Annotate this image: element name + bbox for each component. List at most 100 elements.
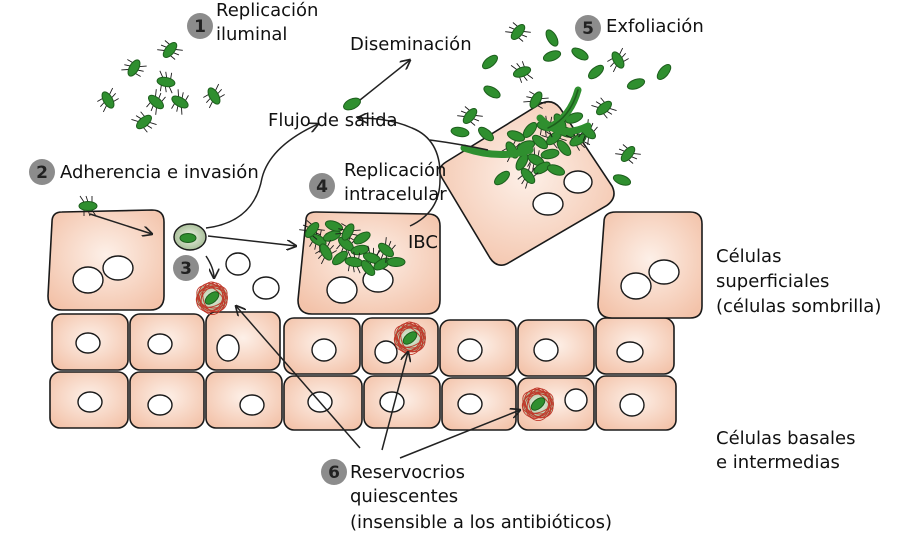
exfoliated-bacterium: [505, 22, 531, 42]
exfoliation-bacteria-cluster: [501, 112, 598, 189]
exfoliated-bacterium: [542, 50, 562, 62]
luminal-bacterium: [203, 83, 225, 109]
step-badge-2: 2: [29, 159, 55, 185]
step-4-label-line-1: Replicación: [344, 160, 446, 181]
quiescent-reservoir: [521, 387, 554, 422]
exfoliating-bacterium: [522, 122, 538, 138]
exfoliated-bacterium: [523, 91, 549, 109]
luminal-bacterium: [156, 70, 176, 94]
svg-text:5: 5: [582, 19, 594, 39]
exfoliated-bacterium: [457, 106, 483, 126]
quiescent-reservoir: [195, 281, 228, 316]
outflow-label: Flujo de salida: [268, 110, 398, 131]
intermediate-cell: [517, 319, 595, 377]
luminal-bacterium: [97, 87, 119, 113]
arrow-ibc-outflow: [358, 118, 441, 227]
filamentous-bacteria: [460, 86, 592, 159]
exfoliating-bacterium: [546, 164, 566, 176]
arrows: [89, 60, 520, 459]
ibc-bacterium: [299, 220, 325, 240]
disseminating-bacterium: [343, 97, 361, 111]
intermediate-cell: [439, 319, 517, 377]
svg-text:1: 1: [194, 17, 206, 37]
ibc-bacteria-cluster: [299, 220, 406, 276]
exfoliated-bacterium: [588, 64, 604, 80]
step-5-label: Exfoliación: [606, 16, 704, 37]
exfoliated-bacterium: [607, 47, 629, 73]
arrow-dissemination: [359, 60, 410, 101]
exfoliated-bacterium: [591, 97, 617, 119]
basal-layer-label-line-2: e intermedias: [716, 452, 840, 473]
luminal-bacterium: [157, 40, 183, 60]
ibc-bacterium: [332, 250, 348, 266]
exfoliated-bacterium: [656, 64, 672, 80]
exfoliated-bacterium: [510, 61, 534, 83]
luminal-bacterium: [171, 89, 189, 115]
step-badge-6: 6: [321, 459, 347, 485]
basal-cell: [595, 375, 677, 431]
exfoliated-bacterium: [615, 144, 641, 164]
exfoliating-bacterium: [506, 130, 526, 142]
endocytic-vacuole: [173, 223, 207, 251]
basal-cells-row-bottom: [49, 371, 677, 431]
arrow-vacuole-right: [207, 235, 296, 246]
exfoliating-bacterium: [517, 163, 539, 189]
svg-text:4: 4: [316, 177, 328, 197]
luminal-bacterium: [78, 195, 98, 217]
basal-cell: [205, 371, 283, 429]
arrow-vacuole-down: [205, 255, 214, 278]
svg-text:3: 3: [180, 259, 192, 279]
ibc-bacterium: [344, 250, 364, 274]
intermediate-cell: [51, 313, 129, 371]
ibc-label: IBC: [408, 232, 438, 253]
step-1-label-line-2: iluminal: [216, 24, 287, 45]
step-2-label: Adherencia e invasión: [60, 162, 259, 183]
intermediate-cell: [283, 317, 361, 375]
intermediate-cells-row: [51, 311, 675, 377]
quiescent-reservoir: [393, 321, 426, 356]
exfoliated-bacterium: [482, 54, 498, 70]
exfoliated-bacterium: [571, 47, 589, 61]
luminal-bacteria: [78, 22, 672, 217]
step-1-label-line-1: Replicación: [216, 0, 318, 21]
ibc-bacterium: [376, 237, 396, 263]
exfoliated-bacterium: [612, 174, 632, 186]
exfoliating-bacterium: [533, 161, 551, 175]
step-badge-4: 4: [309, 173, 335, 199]
exfoliating-bacterium: [556, 140, 572, 156]
dissemination-label: Diseminación: [350, 34, 472, 55]
exfoliated-bacterium: [626, 78, 646, 90]
step-badge-3: 3: [173, 255, 199, 281]
ibc-bacterium: [386, 257, 406, 267]
ibc-bacterium: [322, 230, 342, 242]
exfoliated-bacterium: [478, 126, 494, 142]
superficial-layer-label-line-2: superficiales: [716, 271, 829, 292]
ibc-bacterium: [335, 223, 361, 241]
step-6-label-line-2: quiescentes: [350, 486, 458, 507]
luminal-bacterium: [131, 111, 157, 133]
exfoliated-bacterium: [450, 126, 470, 138]
basal-cell: [441, 377, 517, 431]
exfoliated-bacterium: [545, 29, 559, 47]
basal-cell: [129, 371, 205, 429]
exfoliating-bacterium: [564, 112, 584, 124]
free-vesicles: [225, 252, 280, 300]
ibc-bacterium: [360, 260, 376, 276]
arrow-vacuole-outflow: [205, 124, 318, 229]
step-4-label-line-2: intracelular: [344, 184, 447, 205]
exfoliated-bacterium: [483, 85, 501, 99]
arrow-reservoir-1: [236, 306, 361, 449]
intermediate-cell: [595, 317, 675, 375]
ibc-bacterium: [353, 231, 371, 245]
step-badge-1: 1: [187, 13, 213, 39]
basal-cell: [49, 371, 129, 429]
step-6-label-line-1: Reservocrios: [350, 462, 465, 483]
arrow-to-exfoliation: [429, 139, 489, 151]
superficial-cell-right: [597, 211, 703, 319]
arrow-adherence: [89, 213, 152, 234]
superficial-layer-label-line-1: Células: [716, 246, 781, 267]
quiescent-reservoirs: [195, 281, 554, 422]
ibc-bacterium: [324, 220, 344, 232]
basal-layer-label-line-1: Células basales: [716, 428, 856, 449]
